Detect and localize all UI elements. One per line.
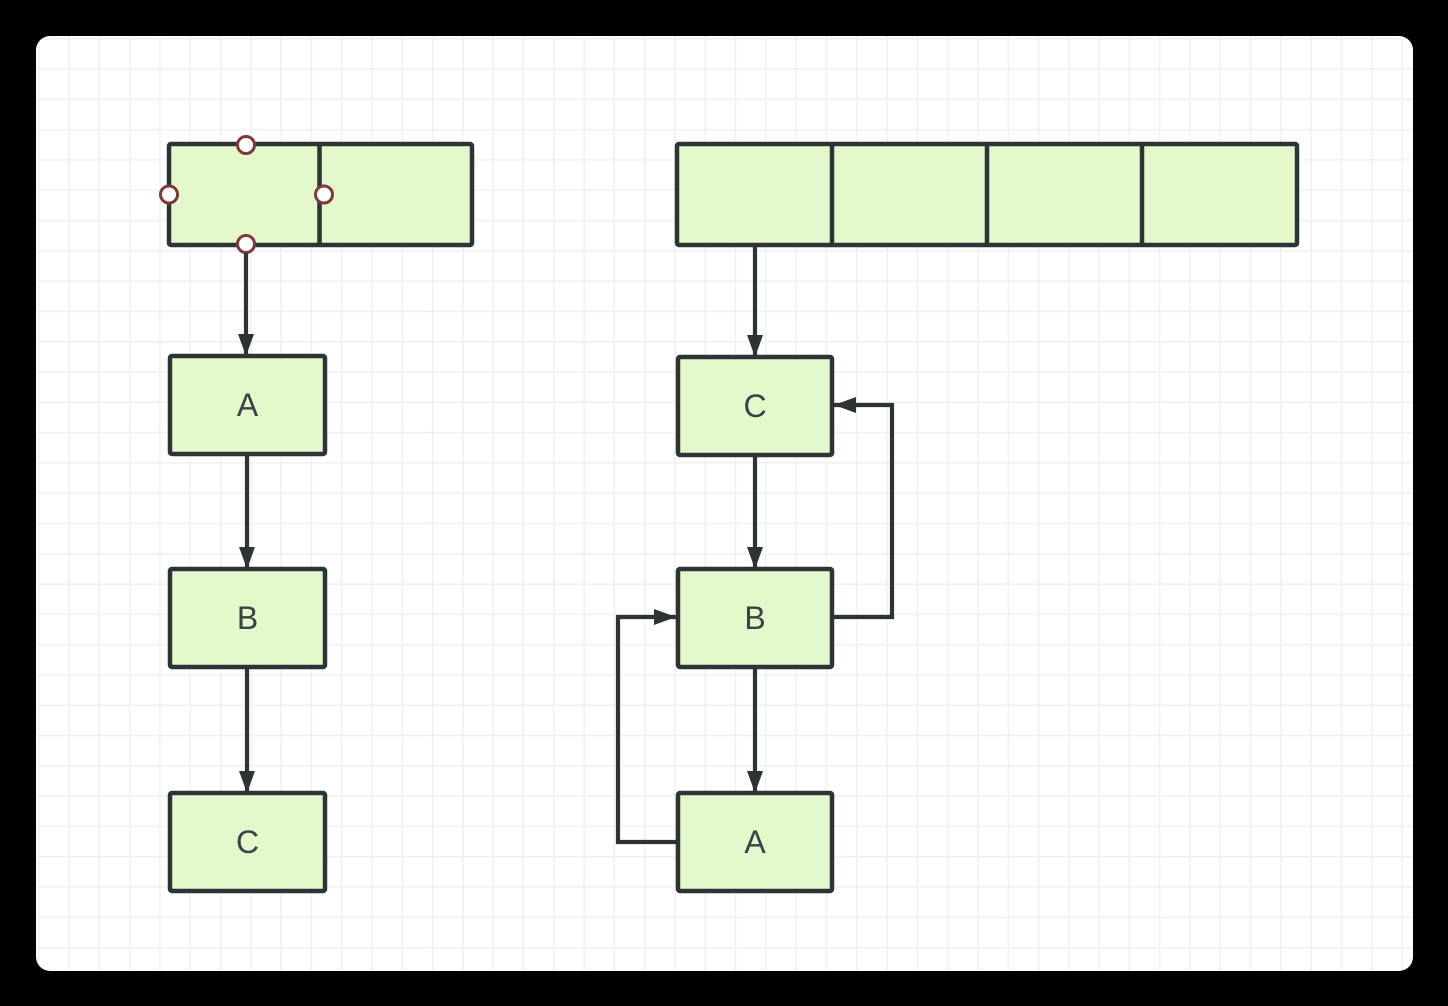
node-right-b-rect[interactable] (675, 566, 835, 670)
node-left-b[interactable]: B (167, 566, 328, 670)
node-right-c-rect[interactable] (675, 354, 835, 458)
node-left-a[interactable]: A (167, 353, 328, 457)
node-left-c-label: C (236, 824, 259, 860)
diagram-canvas[interactable]: A B C (36, 36, 1413, 971)
node-right-a-rect[interactable] (675, 790, 835, 894)
arrow-loop-b-to-c[interactable] (832, 397, 895, 620)
node-left-b-label: B (237, 600, 258, 636)
connection-point-right[interactable] (314, 184, 334, 205)
node-right-c[interactable]: C (675, 354, 835, 458)
node-left-c[interactable]: C (167, 790, 328, 894)
diagram-svg: A B C (159, 135, 1300, 894)
node-left-b-rect[interactable] (167, 566, 328, 670)
node-right-b[interactable]: B (675, 566, 835, 670)
connection-point-bottom[interactable] (236, 234, 256, 254)
node-left-c-rect[interactable] (167, 790, 328, 894)
node-right-a[interactable]: A (675, 790, 835, 894)
node-right-c-label: C (743, 388, 766, 424)
connection-point-top[interactable] (236, 135, 256, 155)
connection-point-left[interactable] (159, 184, 179, 205)
node-left-a-rect[interactable] (167, 353, 328, 457)
node-left-a-label: A (237, 387, 259, 423)
arrow-loop-a-to-b[interactable] (615, 609, 678, 845)
node-right-b-label: B (744, 600, 765, 636)
right-bar-four-cells[interactable] (674, 141, 1300, 248)
node-right-a-label: A (744, 824, 766, 860)
